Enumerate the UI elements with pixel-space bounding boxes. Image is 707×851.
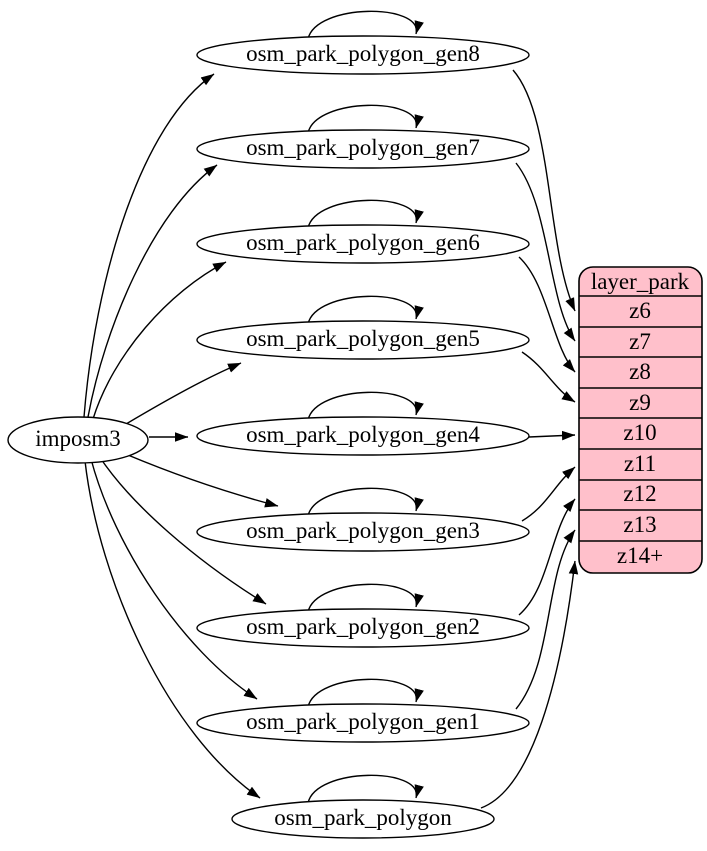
layer-park-title: layer_park bbox=[591, 269, 690, 294]
node-osm-park-polygon-gen4: osm_park_polygon_gen4 bbox=[196, 416, 530, 456]
imposm3-label: imposm3 bbox=[35, 426, 121, 451]
node-osm-park-polygon-gen7: osm_park_polygon_gen7 bbox=[196, 129, 530, 169]
osm-park-polygon-ellipse bbox=[231, 799, 495, 839]
node-osm-park-polygon-gen5: osm_park_polygon_gen5 bbox=[196, 320, 530, 360]
layer-park-row-z10: z10 bbox=[623, 420, 656, 445]
osm-park-polygon-gen2-ellipse bbox=[196, 608, 530, 648]
edge-imposm3-to-osm-park-polygon-gen3 bbox=[122, 452, 279, 508]
layer-park-row-z7: z7 bbox=[629, 329, 651, 354]
edge-imposm3-to-osm-park-polygon-gen1 bbox=[90, 458, 258, 700]
layer-park-row-z6: z6 bbox=[629, 298, 651, 323]
layer-park-row-z13: z13 bbox=[623, 512, 656, 537]
layer-park-row-z9: z9 bbox=[629, 390, 651, 415]
edge-osm-park-polygon-gen8-to-z6 bbox=[512, 69, 576, 312]
osm-park-polygon-gen6-ellipse bbox=[196, 224, 530, 264]
osm-park-polygon-gen8-ellipse bbox=[196, 35, 530, 75]
layer-park-row-z14plus: z14+ bbox=[617, 543, 663, 568]
edge-osm-park-polygon-gen5-to-z9 bbox=[521, 351, 576, 403]
osm-park-polygon-gen1-label: osm_park_polygon_gen1 bbox=[246, 709, 480, 734]
self-loop-edges bbox=[307, 10, 424, 804]
edge-imposm3-to-osm-park-polygon-gen7 bbox=[87, 164, 218, 418]
edge-osm-park-polygon-gen3-to-z11 bbox=[521, 466, 576, 522]
node-imposm3: imposm3 bbox=[7, 416, 149, 464]
edge-osm-park-polygon-gen7-to-z7 bbox=[515, 162, 576, 342]
self-loop-osm-park-polygon-gen6 bbox=[307, 199, 424, 229]
imposm3-ellipse bbox=[7, 416, 149, 464]
osm-park-polygon-gen1-ellipse bbox=[196, 703, 530, 743]
osm-park-polygon-gen3-ellipse bbox=[196, 512, 530, 552]
self-loop-osm-park-polygon-gen8 bbox=[307, 10, 424, 40]
edge-osm-park-polygon-gen2-to-z12 bbox=[518, 498, 576, 616]
layer-park-box bbox=[578, 266, 703, 574]
osm-park-polygon-gen3-label: osm_park_polygon_gen3 bbox=[246, 518, 480, 543]
osm-park-polygon-gen6-label: osm_park_polygon_gen6 bbox=[246, 230, 480, 255]
layer-park-row-z11: z11 bbox=[624, 451, 656, 476]
edge-imposm3-to-osm-park-polygon-gen5 bbox=[125, 362, 242, 425]
osm-park-polygon-gen2-label: osm_park_polygon_gen2 bbox=[246, 614, 480, 639]
edge-imposm3-to-osm-park-polygon-gen6 bbox=[92, 261, 227, 420]
node-osm-park-polygon-gen6: osm_park_polygon_gen6 bbox=[196, 224, 530, 264]
self-loop-osm-park-polygon-gen3 bbox=[307, 487, 424, 517]
self-loop-osm-park-polygon-gen7 bbox=[307, 104, 424, 134]
edge-osm-park-polygon-gen6-to-z8 bbox=[518, 256, 576, 373]
edges-from-imposm3 bbox=[83, 73, 279, 799]
node-layer-park: layer_park z6 z7 z8 z9 z10 z11 z12 z13 z… bbox=[578, 266, 703, 574]
self-loop-osm-park-polygon bbox=[307, 774, 424, 804]
edge-osm-park-polygon-to-z14plus bbox=[480, 560, 579, 809]
osm-park-polygon-gen8-label: osm_park_polygon_gen8 bbox=[246, 41, 480, 66]
osm-park-polygon-gen7-label: osm_park_polygon_gen7 bbox=[246, 135, 480, 160]
node-osm-park-polygon-gen1: osm_park_polygon_gen1 bbox=[196, 703, 530, 743]
osm-park-polygon-label: osm_park_polygon bbox=[274, 805, 452, 830]
osm-park-polygon-gen7-ellipse bbox=[196, 129, 530, 169]
node-osm-park-polygon-gen2: osm_park_polygon_gen2 bbox=[196, 608, 530, 648]
self-loop-osm-park-polygon-gen5 bbox=[307, 295, 424, 325]
edge-osm-park-polygon-gen1-to-z13 bbox=[515, 529, 576, 710]
self-loop-osm-park-polygon-gen2 bbox=[307, 583, 424, 613]
self-loop-osm-park-polygon-gen4 bbox=[307, 391, 424, 421]
osm-park-polygon-gen5-ellipse bbox=[196, 320, 530, 360]
layer-park-row-z12: z12 bbox=[623, 481, 656, 506]
edge-imposm3-to-osm-park-polygon bbox=[84, 460, 261, 799]
osm-park-polygon-gen4-label: osm_park_polygon_gen4 bbox=[246, 422, 480, 447]
osm-park-polygon-gen4-ellipse bbox=[196, 416, 530, 456]
edges-to-layer-park bbox=[480, 69, 579, 809]
osm-park-polygon-gen5-label: osm_park_polygon_gen5 bbox=[246, 326, 480, 351]
node-osm-park-polygon-gen8: osm_park_polygon_gen8 bbox=[196, 35, 530, 75]
node-osm-park-polygon-gen3: osm_park_polygon_gen3 bbox=[196, 512, 530, 552]
edge-imposm3-to-osm-park-polygon-gen8 bbox=[83, 73, 215, 418]
edge-imposm3-to-osm-park-polygon-gen2 bbox=[98, 455, 267, 605]
node-osm-park-polygon: osm_park_polygon bbox=[231, 799, 495, 839]
layer-park-row-z8: z8 bbox=[629, 359, 651, 384]
self-loop-osm-park-polygon-gen1 bbox=[307, 678, 424, 708]
edge-osm-park-polygon-gen4-to-z10 bbox=[528, 430, 576, 441]
